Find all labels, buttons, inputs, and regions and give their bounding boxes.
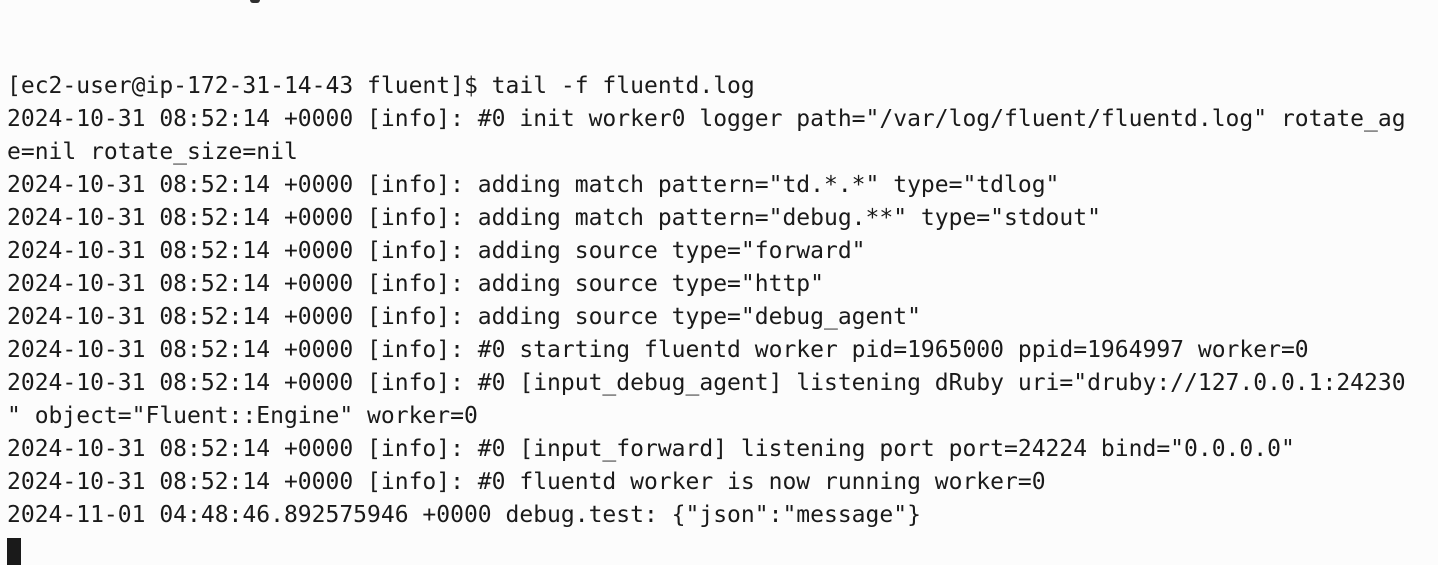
clipped-previous-line-fragment <box>250 0 260 3</box>
terminal-line: 2024-10-31 08:52:14 +0000 [info]: #0 sta… <box>7 337 1309 363</box>
terminal-line: [ec2-user@ip-172-31-14-43 fluent]$ tail … <box>7 73 755 99</box>
terminal-line: 2024-10-31 08:52:14 +0000 [info]: #0 ini… <box>7 106 1406 132</box>
terminal-line: 2024-10-31 08:52:14 +0000 [info]: adding… <box>7 172 1060 198</box>
terminal-line: 2024-10-31 08:52:14 +0000 [info]: adding… <box>7 271 824 297</box>
terminal-output[interactable]: [ec2-user@ip-172-31-14-43 fluent]$ tail … <box>7 4 1438 565</box>
terminal-line: 2024-10-31 08:52:14 +0000 [info]: #0 flu… <box>7 469 1046 495</box>
terminal-line: 2024-10-31 08:52:14 +0000 [info]: adding… <box>7 304 921 330</box>
terminal-line: 2024-10-31 08:52:14 +0000 [info]: adding… <box>7 205 1101 231</box>
terminal-line: " object="Fluent::Engine" worker=0 <box>7 403 478 429</box>
terminal-line: 2024-11-01 04:48:46.892575946 +0000 debu… <box>7 502 921 528</box>
terminal-line: 2024-10-31 08:52:14 +0000 [info]: #0 [in… <box>7 370 1406 396</box>
terminal-cursor <box>7 538 21 565</box>
terminal-line: e=nil rotate_size=nil <box>7 139 298 165</box>
terminal-line: 2024-10-31 08:52:14 +0000 [info]: adding… <box>7 238 866 264</box>
terminal-cursor-line <box>7 532 1438 565</box>
terminal-line: 2024-10-31 08:52:14 +0000 [info]: #0 [in… <box>7 436 1295 462</box>
